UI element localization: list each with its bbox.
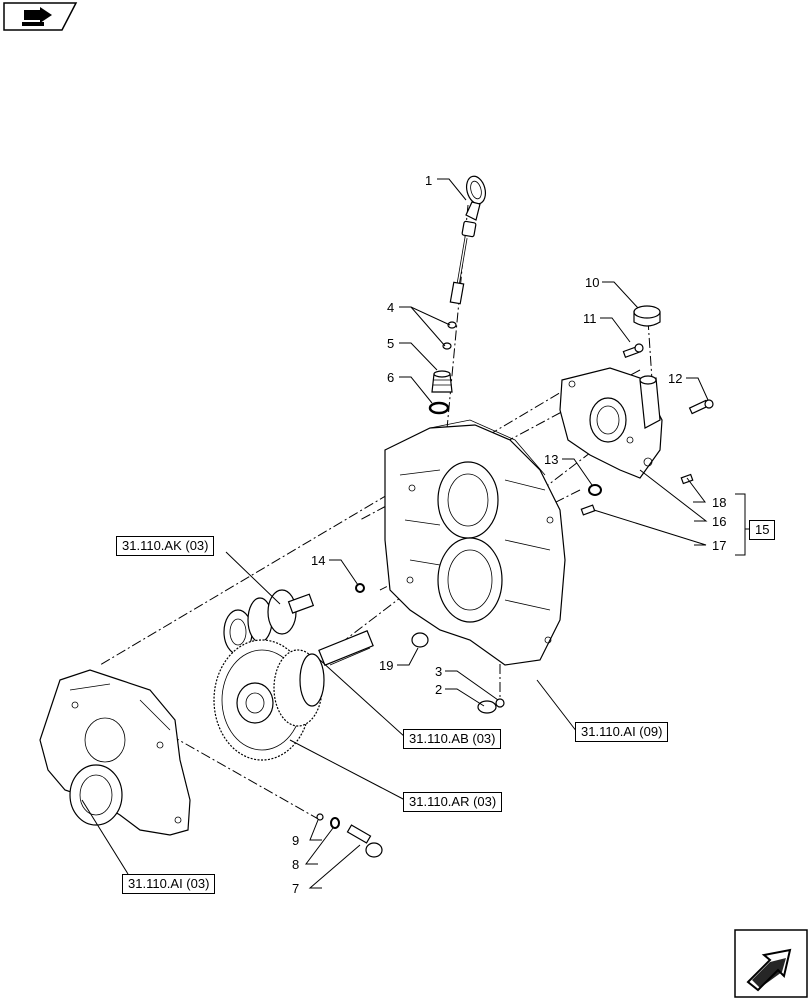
bolt-12	[688, 399, 714, 415]
callout-15: 15	[755, 522, 770, 537]
callout-11: 11	[583, 311, 597, 326]
ref-box-31-110-ar-03[interactable]: 31.110.AR (03)	[403, 792, 503, 812]
pin-18	[680, 473, 694, 485]
nav-forward-badge[interactable]	[734, 929, 808, 998]
callout-8: 8	[292, 857, 299, 872]
callout-19: 19	[379, 658, 393, 673]
callout-10: 10	[585, 275, 599, 290]
callout-numbers: 1 4 5 6 10 11 12 13 18 16 17 14 19 3 2 9…	[292, 173, 726, 896]
callout-15-box[interactable]: 15	[749, 520, 776, 540]
nav-back-arrow-icon	[22, 7, 52, 26]
ref-box-31-110-ai-03[interactable]: 31.110.AI (03)	[122, 874, 216, 894]
callout-4: 4	[387, 300, 394, 315]
leader-lines	[81, 178, 749, 889]
ref-label-ak-03: 31.110.AK (03)	[122, 538, 209, 553]
callout-17: 17	[712, 538, 726, 553]
gear-shaft-ab	[273, 630, 374, 727]
callout-18: 18	[712, 495, 726, 510]
washer-8	[330, 817, 340, 829]
seal-ring-13	[588, 484, 602, 496]
callout-13: 13	[544, 452, 558, 467]
callout-2: 2	[435, 682, 442, 697]
ref-label-ar-03: 31.110.AR (03)	[409, 794, 497, 809]
dipstick-part	[449, 175, 487, 305]
plug-part-5	[431, 370, 453, 393]
seal-ring-14	[355, 583, 365, 593]
ref-label-ab-03: 31.110.AB (03)	[409, 731, 496, 746]
ball-9	[316, 813, 324, 821]
ref-box-31-110-ai-09[interactable]: 31.110.AI (09)	[575, 722, 669, 742]
callout-3: 3	[435, 664, 442, 679]
callout-16: 16	[712, 514, 726, 529]
plug-19	[411, 632, 429, 648]
ref-label-ai-09: 31.110.AI (09)	[581, 724, 663, 739]
callout-6: 6	[387, 370, 394, 385]
pin-17	[580, 504, 596, 516]
seal-ring-6	[428, 401, 450, 415]
gear-shaft-ak	[223, 589, 315, 655]
callout-12: 12	[668, 371, 682, 386]
left-housing-part	[39, 669, 191, 836]
nav-back-badge[interactable]	[3, 2, 78, 31]
callout-5: 5	[387, 336, 394, 351]
ref-box-31-110-ak-03[interactable]: 31.110.AK (03)	[116, 536, 215, 556]
ref-box-31-110-ab-03[interactable]: 31.110.AB (03)	[403, 729, 502, 749]
callout-14: 14	[311, 553, 325, 568]
main-housing-part	[384, 419, 566, 666]
callout-9: 9	[292, 833, 299, 848]
bolt-7	[346, 824, 383, 858]
callout-7: 7	[292, 881, 299, 896]
cover-plate-part	[559, 367, 663, 479]
plug-2	[477, 700, 497, 714]
filler-cap-part	[633, 305, 661, 327]
plug-3	[495, 698, 505, 708]
callout-1: 1	[425, 173, 432, 188]
assembly-axis-lines	[99, 204, 653, 821]
bolt-11	[622, 343, 644, 358]
ref-label-ai-03: 31.110.AI (03)	[128, 876, 210, 891]
o-rings-4	[442, 321, 457, 350]
nav-forward-arrow-icon	[746, 948, 792, 992]
